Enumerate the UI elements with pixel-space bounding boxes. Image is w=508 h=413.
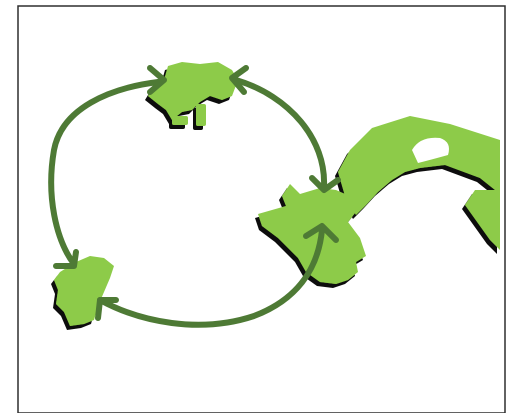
- arrowhead-top-left: [147, 65, 167, 95]
- edge-top-left: [48, 79, 161, 267]
- arrowhead-left-bottom: [95, 297, 119, 321]
- diagram-frame: [17, 5, 506, 413]
- arrowheads: [53, 65, 341, 321]
- arrowhead-right-bottom: [303, 223, 339, 243]
- cycle-arrows: [48, 77, 328, 328]
- left-node-map-fragment: [54, 256, 114, 326]
- right-land-region: [338, 116, 500, 250]
- arrowhead-left-top: [53, 249, 79, 269]
- arrowhead-top-right: [229, 65, 249, 95]
- edge-left-right: [97, 227, 325, 328]
- top-node-map-fragment: [148, 62, 238, 126]
- arrowhead-right-top: [309, 175, 341, 193]
- edge-top-right: [233, 77, 328, 189]
